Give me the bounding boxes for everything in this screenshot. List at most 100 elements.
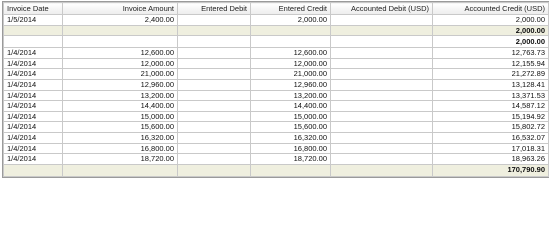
col-header-entered-debit[interactable]: Entered Debit (177, 2, 251, 15)
cell-accounted-credit: 16,532.07 (432, 131, 549, 144)
cell-entered-credit: 21,000.00 (250, 68, 331, 80)
cell-invoice-date: 1/4/2014 (3, 89, 63, 102)
cell-invoice-amount: 12,000.00 (62, 57, 178, 70)
col-header-invoice-amount[interactable]: Invoice Amount (62, 2, 178, 15)
cell-invoice-date: 1/4/2014 (3, 142, 63, 155)
cell-invoice-amount: 12,960.00 (62, 78, 178, 91)
cell-invoice-date: 1/4/2014 (3, 121, 63, 133)
cell-entered-debit (177, 68, 251, 80)
cell-entered-credit: 14,400.00 (250, 100, 331, 112)
group-1-summary: 2,000.00 2,000.00 (3, 24, 549, 49)
cell-accounted-credit: 12,763.73 (432, 47, 549, 59)
cell-accounted-debit (330, 121, 433, 133)
cell-invoice-amount: 16,320.00 (62, 131, 178, 144)
subtotal-value: 2,000.00 (432, 24, 549, 37)
cell-invoice-date: 1/4/2014 (3, 100, 63, 112)
cell-invoice-date: 1/4/2014 (3, 57, 63, 70)
cell-accounted-debit (330, 68, 433, 80)
cell-invoice-amount: 16,800.00 (62, 142, 178, 155)
cell-invoice-date: 1/4/2014 (3, 78, 63, 91)
group-total-row: 2,000.00 (3, 35, 549, 49)
group-total-value: 2,000.00 (432, 35, 549, 49)
cell-accounted-debit (330, 110, 433, 123)
cell-accounted-credit: 18,963.26 (432, 153, 549, 165)
cell-accounted-credit: 13,128.41 (432, 78, 549, 91)
cell-entered-credit: 15,000.00 (250, 110, 331, 123)
cell-accounted-credit: 21,272.89 (432, 68, 549, 80)
cell-accounted-debit (330, 153, 433, 165)
group-2-summary: 170,790.90 (3, 163, 549, 177)
cell-entered-debit (177, 14, 251, 26)
cell-invoice-amount: 15,600.00 (62, 121, 178, 133)
cell-entered-credit: 16,320.00 (250, 131, 331, 144)
grand-total-value: 170,790.90 (432, 163, 549, 177)
cell-accounted-credit: 15,194.92 (432, 110, 549, 123)
cell-invoice-amount: 21,000.00 (62, 68, 178, 80)
cell-accounted-credit: 15,802.72 (432, 121, 549, 133)
cell-entered-debit (177, 153, 251, 165)
cell-entered-credit: 16,800.00 (250, 142, 331, 155)
cell-entered-credit: 18,720.00 (250, 153, 331, 165)
cell-entered-credit: 12,000.00 (250, 57, 331, 70)
cell-entered-debit (177, 57, 251, 70)
cell-entered-debit (177, 142, 251, 155)
cell-accounted-debit (330, 57, 433, 70)
cell-invoice-amount: 13,200.00 (62, 89, 178, 102)
cell-accounted-debit (330, 47, 433, 59)
cell-entered-debit (177, 131, 251, 144)
cell-entered-debit (177, 78, 251, 91)
cell-accounted-debit (330, 89, 433, 102)
cell-invoice-date: 1/4/2014 (3, 153, 63, 165)
cell-invoice-date: 1/4/2014 (3, 68, 63, 80)
col-header-entered-credit[interactable]: Entered Credit (250, 2, 331, 15)
grand-total-row: 170,790.90 (3, 163, 549, 177)
accounting-report-table: Invoice Date Invoice Amount Entered Debi… (3, 2, 549, 177)
cell-entered-debit (177, 100, 251, 112)
cell-entered-debit (177, 110, 251, 123)
cell-accounted-credit: 12,155.94 (432, 57, 549, 70)
cell-entered-credit: 12,960.00 (250, 78, 331, 91)
cell-invoice-amount: 2,400.00 (62, 14, 178, 26)
cell-accounted-credit: 14,587.12 (432, 100, 549, 112)
cell-accounted-debit (330, 78, 433, 91)
cell-accounted-credit: 17,018.31 (432, 142, 549, 155)
cell-entered-credit: 12,600.00 (250, 47, 331, 59)
cell-invoice-amount: 18,720.00 (62, 153, 178, 165)
cell-entered-credit: 2,000.00 (250, 14, 331, 26)
cell-invoice-amount: 15,000.00 (62, 110, 178, 123)
report-table-container: Invoice Date Invoice Amount Entered Debi… (2, 1, 549, 178)
cell-entered-debit (177, 47, 251, 59)
cell-accounted-debit (330, 14, 433, 26)
cell-accounted-credit: 2,000.00 (432, 14, 549, 26)
cell-accounted-credit: 13,371.53 (432, 89, 549, 102)
cell-entered-debit (177, 89, 251, 102)
subtotal-row: 2,000.00 (3, 24, 549, 37)
header-row: Invoice Date Invoice Amount Entered Debi… (3, 2, 549, 15)
cell-accounted-debit (330, 100, 433, 112)
cell-invoice-date: 1/5/2014 (3, 14, 63, 26)
cell-entered-credit: 13,200.00 (250, 89, 331, 102)
cell-invoice-date: 1/4/2014 (3, 110, 63, 123)
col-header-accounted-debit[interactable]: Accounted Debit (USD) (330, 2, 433, 15)
cell-accounted-debit (330, 131, 433, 144)
col-header-accounted-credit[interactable]: Accounted Credit (USD) (432, 2, 549, 15)
cell-invoice-date: 1/4/2014 (3, 47, 63, 59)
col-header-invoice-date[interactable]: Invoice Date (3, 2, 63, 15)
cell-accounted-debit (330, 142, 433, 155)
cell-invoice-amount: 12,600.00 (62, 47, 178, 59)
cell-entered-credit: 15,600.00 (250, 121, 331, 133)
